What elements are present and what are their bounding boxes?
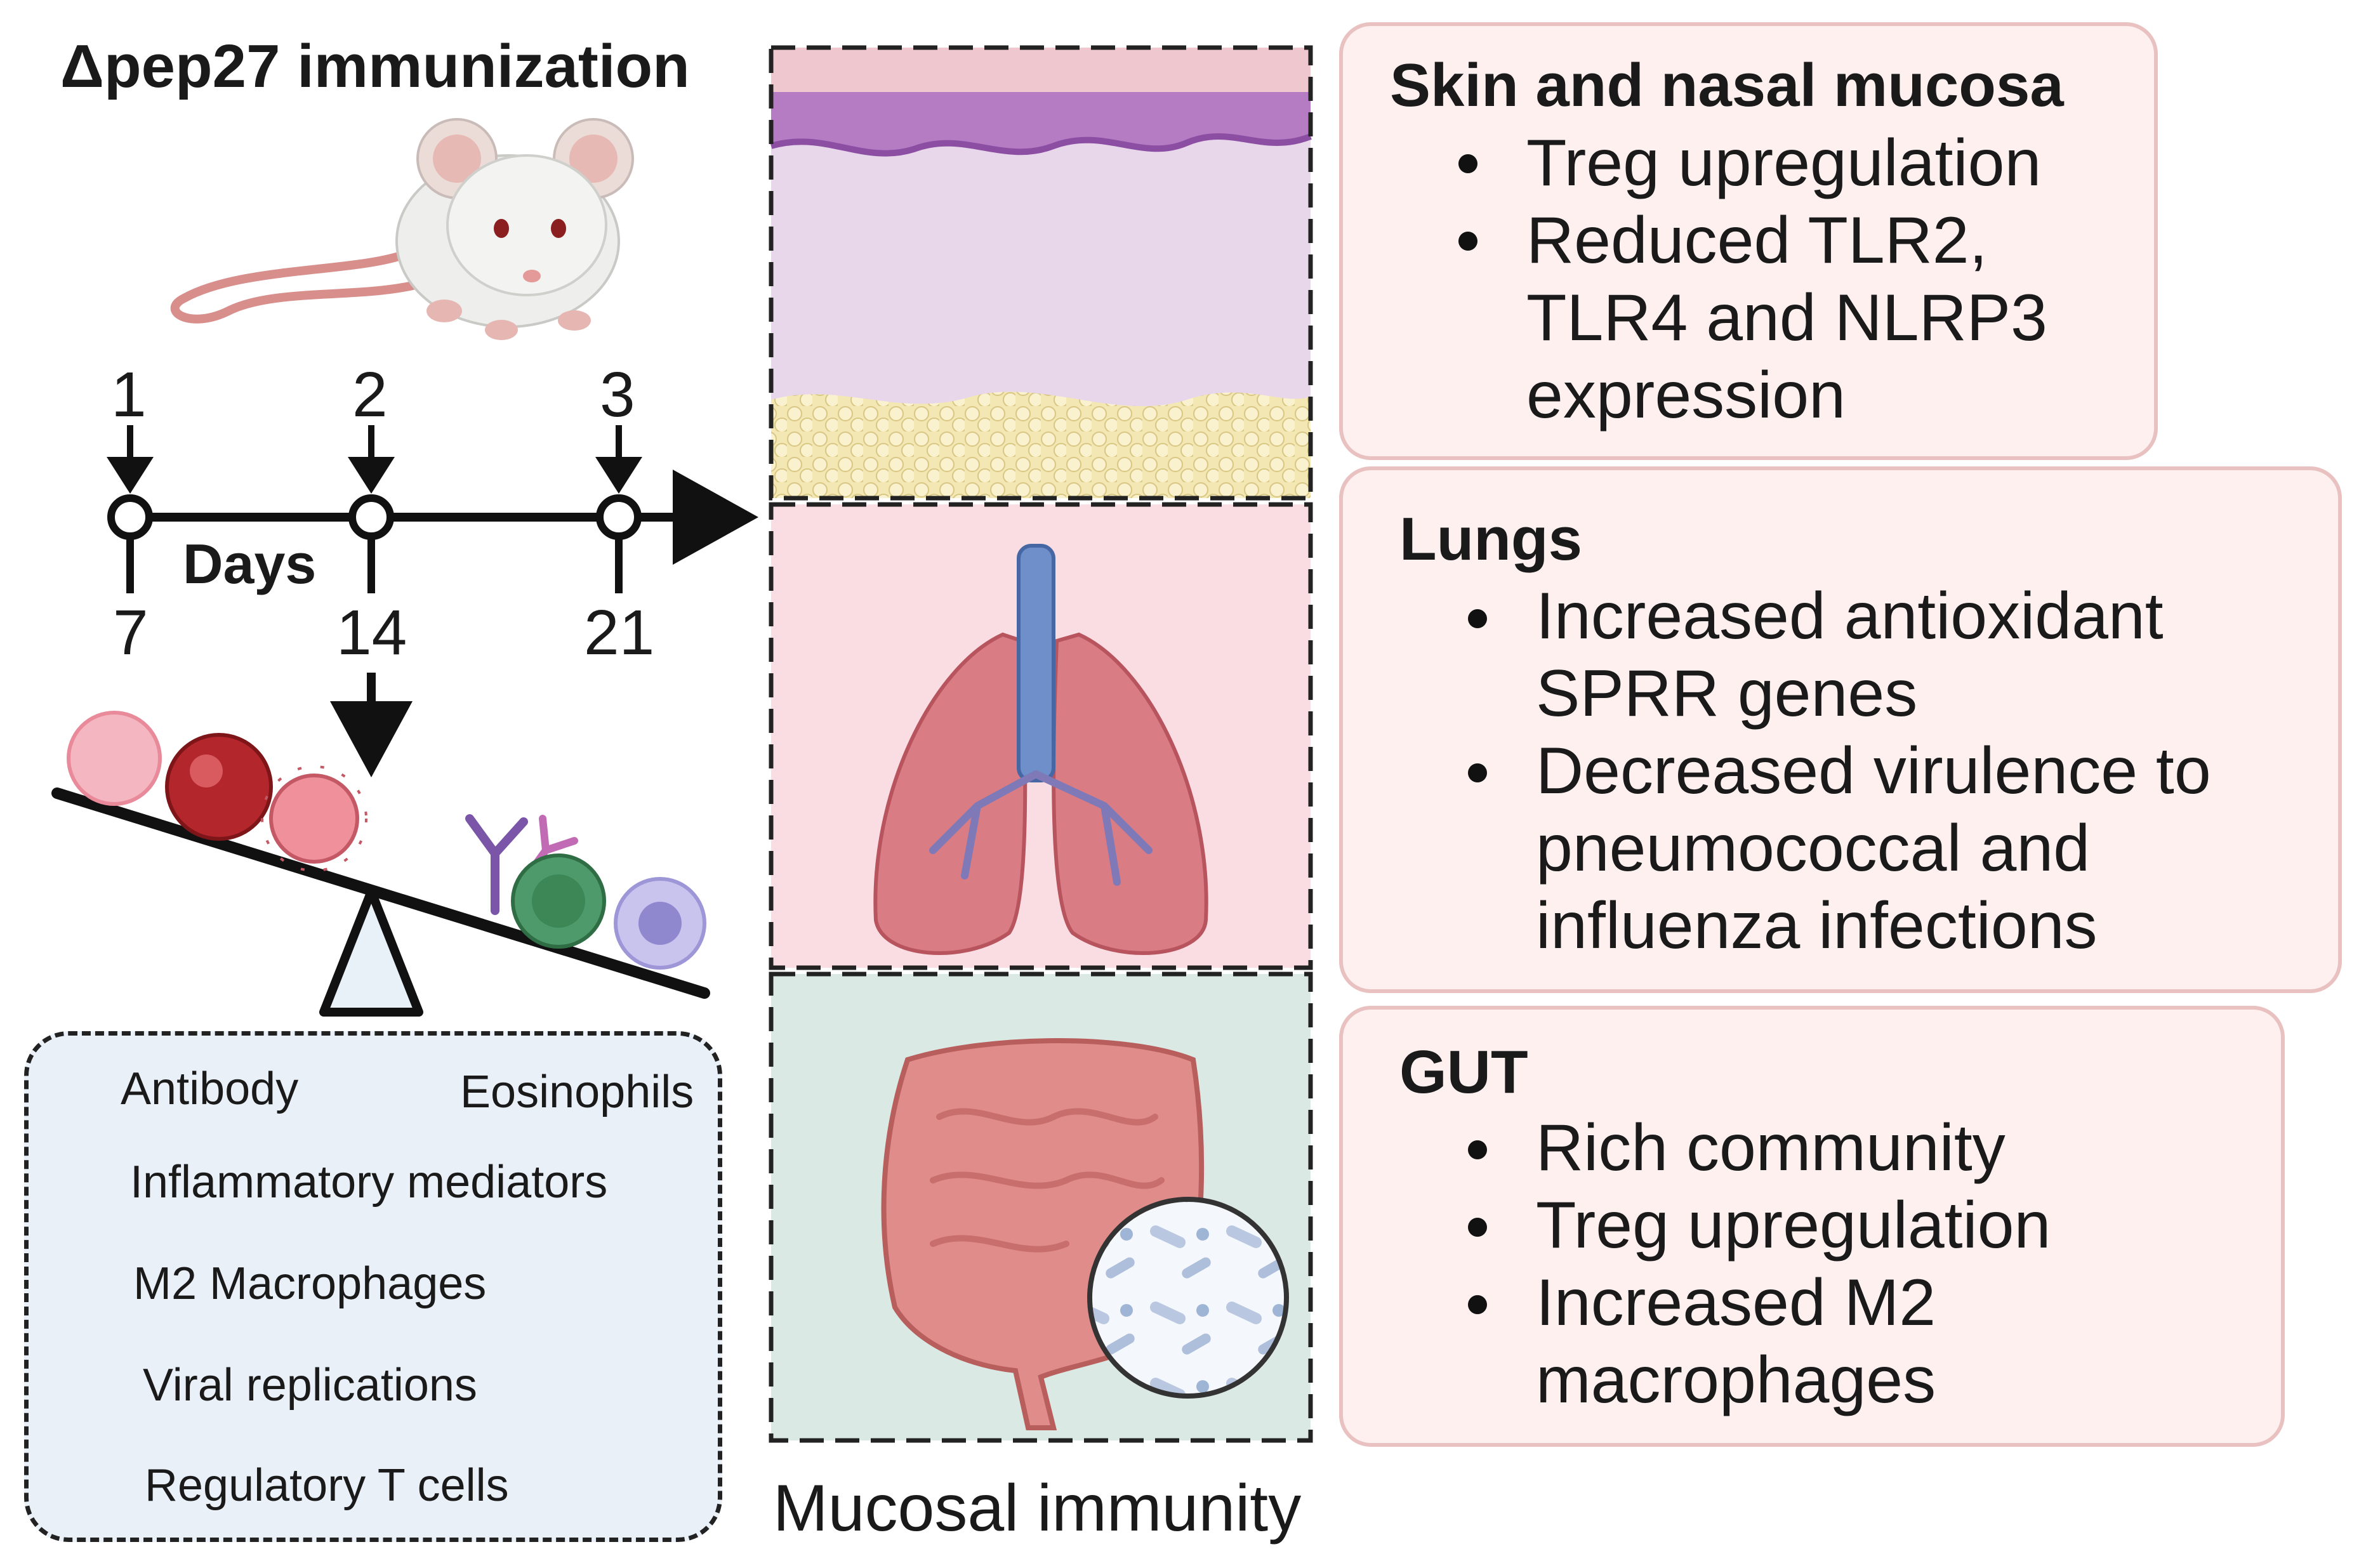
day-label-7: 7	[113, 597, 149, 668]
legend-m2-macrophages: M2 Macrophages	[133, 1258, 487, 1309]
lungs-line-3: Decreased virulence to	[1536, 734, 2211, 808]
lungs-frame	[769, 502, 1313, 970]
eosinophil-cell	[67, 711, 162, 806]
day-label-21: 21	[584, 597, 655, 668]
lungs-line-5: influenza infections	[1536, 889, 2098, 963]
trachea	[1017, 544, 1055, 782]
legend-viral-replications: Viral replications	[143, 1360, 477, 1411]
lungs-panel	[1339, 466, 2342, 993]
timeline-arrowhead	[673, 470, 758, 565]
timepoint-marker	[348, 494, 394, 540]
dose-arrow-1	[107, 457, 154, 494]
virus-cell	[269, 774, 359, 864]
down-arrow	[330, 701, 413, 777]
seesaw-beam	[51, 787, 710, 999]
tissue-column	[769, 45, 1313, 1443]
bullet-icon	[1468, 1140, 1487, 1159]
bullet-icon	[1458, 232, 1477, 251]
skin-line-1: Treg upregulation	[1526, 126, 2042, 200]
microbiota-inset	[1087, 1197, 1289, 1399]
seesaw-illustration	[51, 711, 710, 1017]
timeline	[107, 425, 758, 777]
figure-title: Δpep27 immunization	[60, 32, 690, 100]
gut-illustration	[771, 974, 1311, 1440]
lungs-line-2: SPRR genes	[1536, 657, 1918, 730]
timepoint-marker	[107, 494, 153, 540]
skin-panel-title: Skin and nasal mucosa	[1390, 51, 2064, 119]
skin-frame	[769, 45, 1313, 501]
lungs-illustration	[771, 504, 1311, 968]
legend-inflammatory-mediators: Inflammatory mediators	[130, 1157, 608, 1208]
dose-label-3: 3	[600, 359, 635, 430]
skin-line-4: expression	[1526, 359, 1846, 432]
lungs-panel-title: Lungs	[1399, 505, 1582, 573]
bullet-icon	[1468, 1218, 1487, 1237]
mucosal-immunity-caption: Mucosal immunity	[773, 1472, 1302, 1545]
timepoint-marker	[596, 494, 642, 540]
gut-panel-title: GUT	[1399, 1038, 1528, 1106]
legend-box	[24, 1031, 722, 1542]
mouse-illustration	[170, 118, 634, 340]
skin-tissue-illustration	[770, 48, 1312, 498]
skin-line-3: TLR4 and NLRP3	[1526, 281, 2047, 355]
gut-line-3: Increased M2	[1536, 1266, 1936, 1340]
gut-line-2: Treg upregulation	[1536, 1189, 2051, 1262]
dose-label-1: 1	[111, 359, 147, 430]
bullet-icon	[1468, 1295, 1487, 1314]
gut-panel	[1339, 1006, 2285, 1447]
dose-arrow-2	[348, 457, 395, 494]
days-axis-label: Days	[183, 532, 317, 595]
dose-label-2: 2	[352, 359, 388, 430]
legend-regulatory-t-cells: Regulatory T cells	[145, 1460, 509, 1511]
dose-arrow-3	[595, 457, 642, 494]
bullet-icon	[1468, 763, 1487, 782]
legend-eosinophils: Eosinophils	[460, 1067, 694, 1117]
gut-line-1: Rich community	[1536, 1111, 2006, 1185]
legend-antibody: Antibody	[121, 1064, 299, 1114]
inflammatory-mediator-cell	[165, 733, 273, 841]
antibody-icon	[465, 814, 528, 915]
day-label-14: 14	[336, 597, 407, 668]
lungs-line-4: pneumococcal and	[1536, 812, 2091, 885]
skin-line-2: Reduced TLR2,	[1526, 204, 1988, 277]
gut-line-4: macrophages	[1536, 1343, 1936, 1417]
lungs-line-1: Increased antioxidant	[1536, 579, 2164, 653]
bullet-icon	[1458, 154, 1477, 173]
bullet-icon	[1468, 609, 1487, 628]
gut-frame	[769, 972, 1313, 1443]
